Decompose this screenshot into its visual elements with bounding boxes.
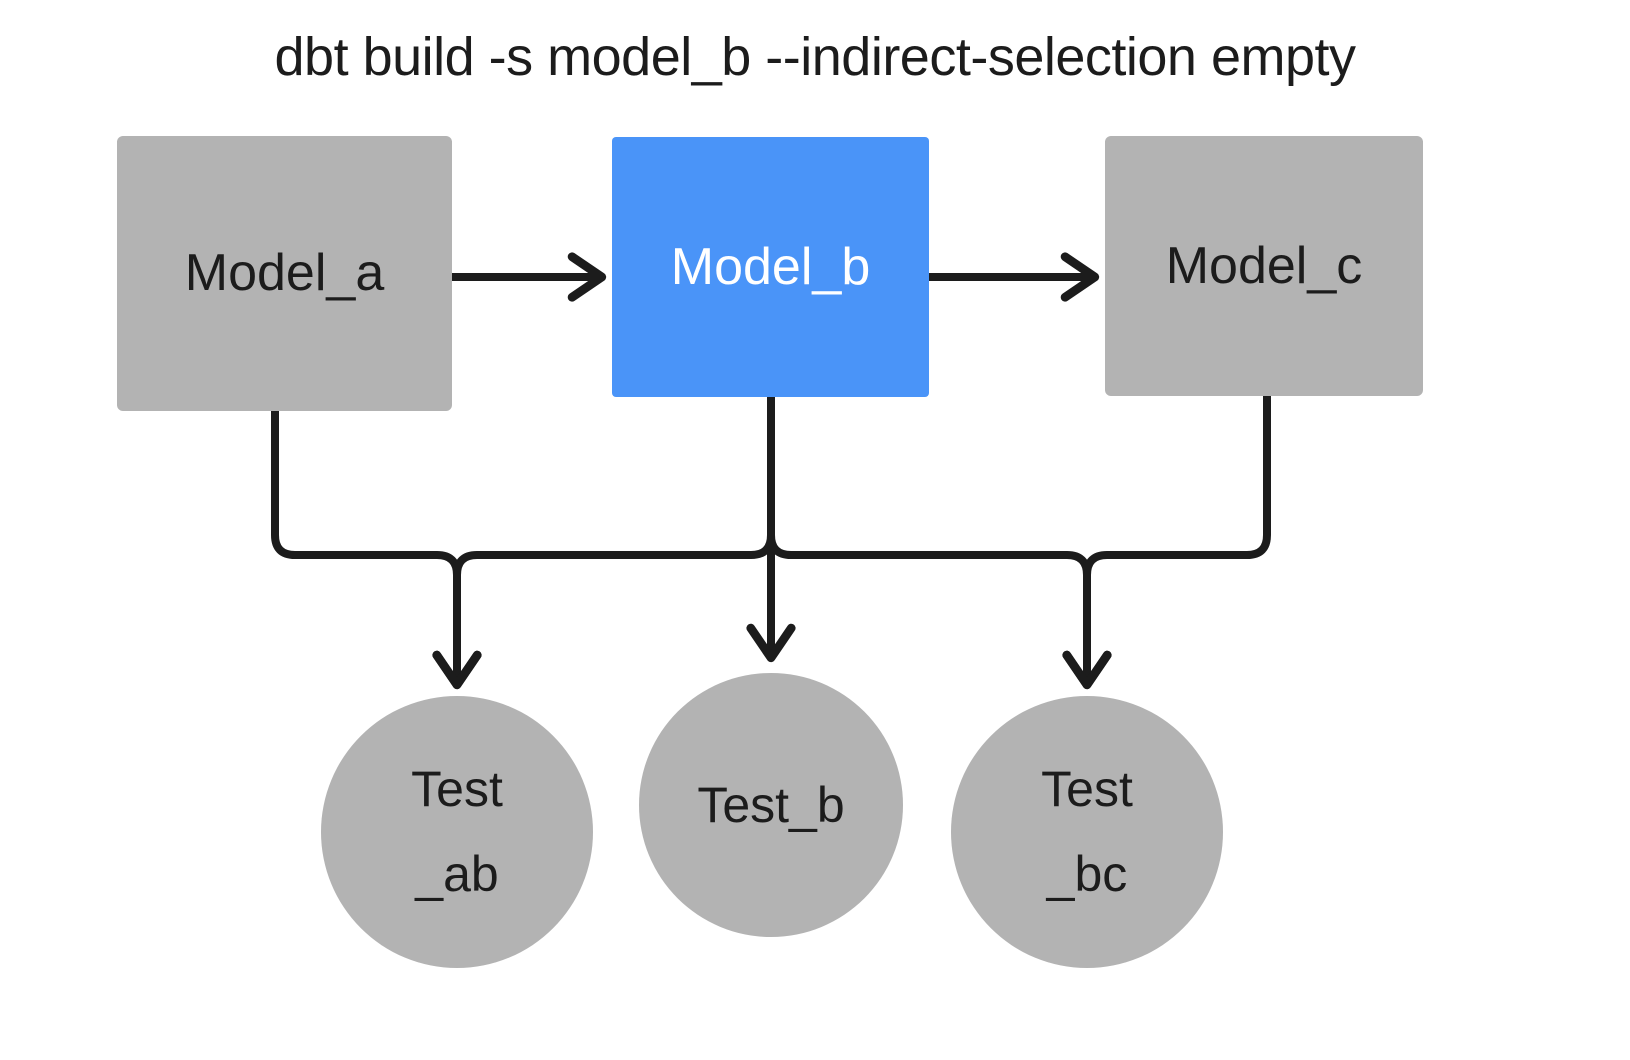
edge-model-b-to-test-bc xyxy=(767,397,1112,690)
node-model-b[interactable] xyxy=(612,137,929,397)
diagram-title: dbt build -s model_b --indirect-selectio… xyxy=(274,27,1357,87)
edge-model-c-to-test-bc xyxy=(1062,396,1271,690)
node-model-c[interactable] xyxy=(1105,136,1423,396)
node-test-ab[interactable] xyxy=(321,696,593,968)
edge-model-b-to-test-ab xyxy=(432,397,775,690)
node-test-b[interactable] xyxy=(639,673,903,937)
node-test-bc[interactable] xyxy=(951,696,1223,968)
edge-model-a-to-test-ab xyxy=(271,411,482,690)
node-model-a[interactable] xyxy=(117,136,452,411)
